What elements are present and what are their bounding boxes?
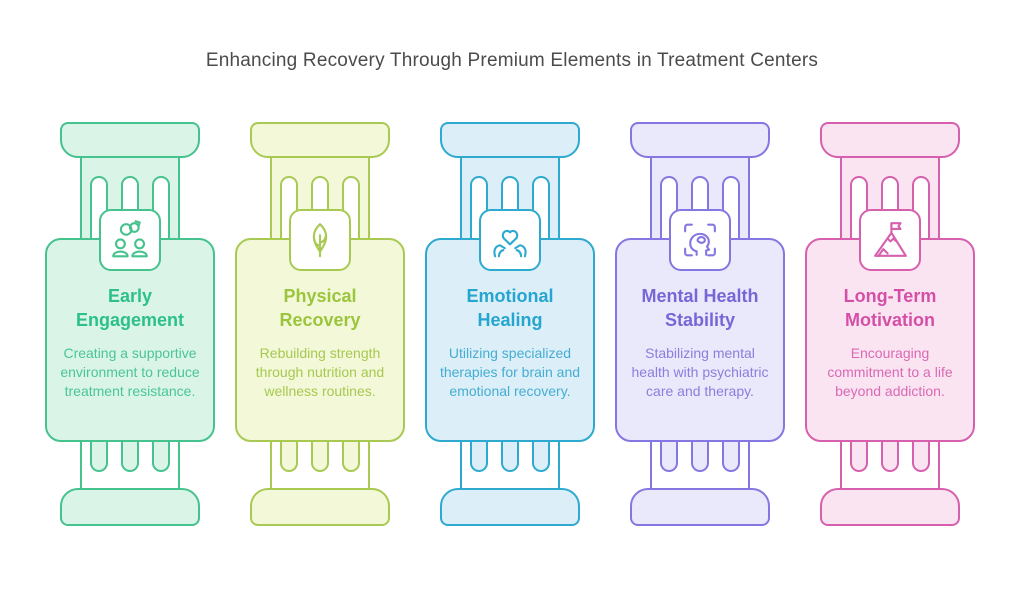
pillar-description: Creating a supportive environment to red… [60,345,200,399]
column-flute [881,442,899,472]
pillar-emotional-healing: Emotional Healing Utilizing specialized … [425,122,595,526]
pillar-description: Stabilizing mental health with psychiatr… [631,345,769,399]
mountain-flag-icon [874,222,907,257]
pillar-title: Long-Term Motivation [843,286,937,330]
pillar-shaft-bottom [650,442,750,488]
column-flute [501,442,519,472]
icon-box [289,209,351,271]
hands-heart-icon [493,229,527,258]
pillar-title: Early Engagement [75,286,185,330]
column-flute [121,442,139,472]
pillar-early-engagement: Early Engagement Creating a supportive e… [45,122,215,526]
column-flute [152,442,170,472]
pillar-description: Encouraging commitment to a life beyond … [827,345,953,399]
pillar-shaft-bottom [270,442,370,488]
column-flute [280,442,298,472]
pillar-capital [630,122,770,158]
pillar-body-card: Physical Recovery Rebuilding strength th… [235,209,405,442]
pillar-mental-health-stability: Mental Health Stability Stabilizing ment… [615,122,785,526]
pillar-description: Utilizing specialized therapies for brai… [439,345,581,399]
pillar-body-card: Mental Health Stability Stabilizing ment… [615,209,785,442]
pillar-long-term-motivation: Long-Term Motivation Encouraging commitm… [805,122,975,526]
pillar-shaft-top [460,158,560,238]
pillar-base [60,488,200,526]
pillar-title: Emotional Healing [466,286,554,330]
pillar-physical-recovery: Physical Recovery Rebuilding strength th… [235,122,405,526]
pillar-capital [440,122,580,158]
icon-box [669,209,731,271]
pillar-body-card: Long-Term Motivation Encouraging commitm… [805,209,975,442]
column-flute [660,442,678,472]
pillar-base [440,488,580,526]
icon-box [479,209,541,271]
leaf-icon [312,223,328,258]
column-flute [342,442,360,472]
column-flute [912,442,930,472]
page-title: Enhancing Recovery Through Premium Eleme… [205,50,819,71]
pillar-base [630,488,770,526]
column-flute [691,442,709,472]
pillar-title: Mental Health Stability [641,286,759,330]
column-flute [850,442,868,472]
pillar-shaft-bottom [80,442,180,488]
icon-box [859,209,921,271]
icon-box [99,209,161,271]
people-partnership-icon [112,220,148,258]
pillar-shaft-bottom [840,442,940,488]
pillar-capital [60,122,200,158]
pillar-shaft-bottom [460,442,560,488]
pillar-description: Rebuilding strength through nutrition an… [255,345,385,399]
column-flute [90,442,108,472]
head-brain-scan-icon [684,223,716,257]
column-flute [532,442,550,472]
column-flute [311,442,329,472]
pillar-row: Early Engagement Creating a supportive e… [45,122,975,526]
column-flute [722,442,740,472]
pillar-capital [250,122,390,158]
pillar-body-card: Early Engagement Creating a supportive e… [45,209,215,442]
column-flute [470,442,488,472]
pillar-base [250,488,390,526]
pillar-body-card: Emotional Healing Utilizing specialized … [425,209,595,442]
pillar-title: Physical Recovery [279,286,361,330]
pillar-base [820,488,960,526]
pillar-capital [820,122,960,158]
